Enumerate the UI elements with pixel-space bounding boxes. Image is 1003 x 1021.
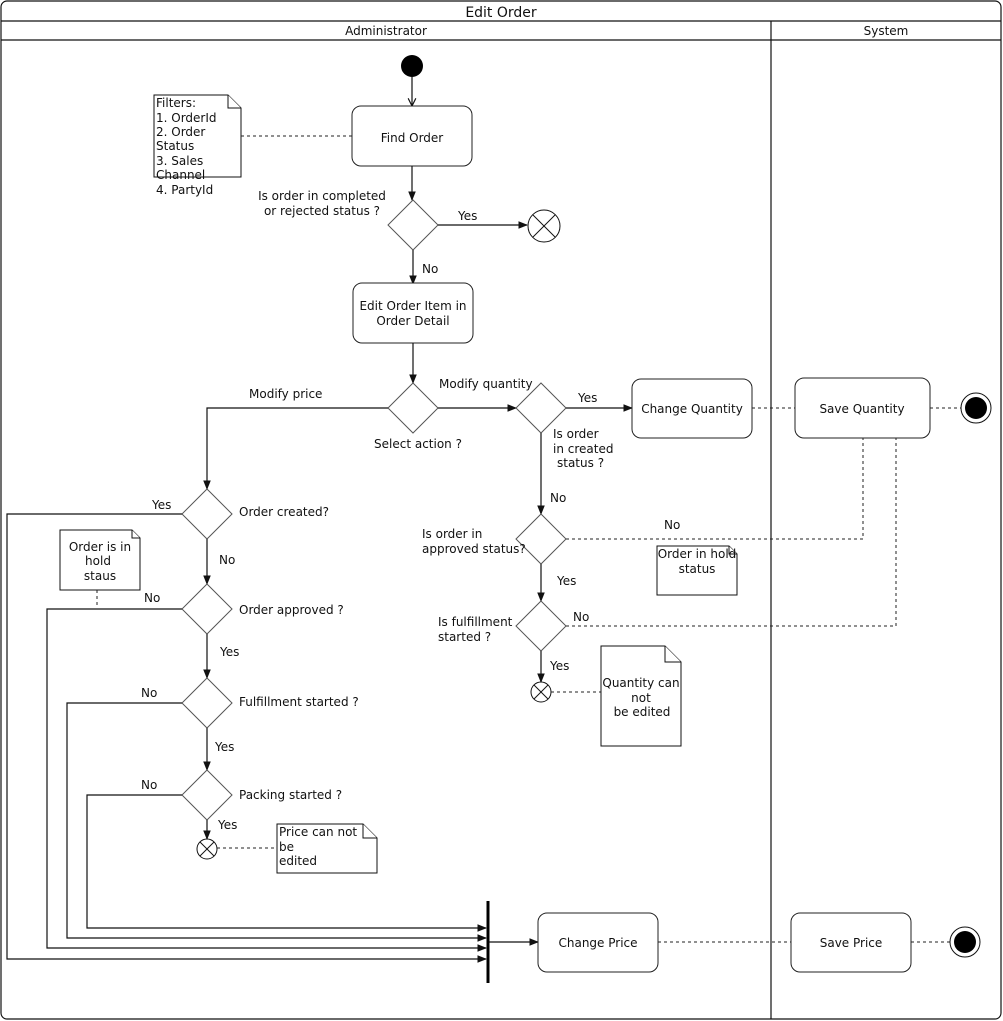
flow-final-node <box>527 209 561 243</box>
decision-fulfillment-qty-label: started ? <box>438 630 491 644</box>
edge-label-yes: Yes <box>151 498 171 512</box>
action-save-price-label: Save Price <box>820 936 883 950</box>
decision-order-created <box>181 488 233 540</box>
link-fulfillment-qty-no <box>566 438 897 627</box>
decision-approved-qty-label: Is order in <box>422 527 482 541</box>
note-quantity-cannot-edit: Quantity can not be edited <box>600 645 682 747</box>
edge-label-yes: Yes <box>577 391 597 405</box>
decision-approved-qty-label: approved status? <box>422 542 526 556</box>
note-order-hold-qty-line: Order in hold <box>658 547 737 561</box>
decision-fulfillment-started <box>181 677 233 729</box>
edge-label-no: No <box>144 591 160 605</box>
note-quantity-line: be edited <box>614 705 671 719</box>
note-order-hold-price-line: Order is in <box>69 540 131 554</box>
flow-final-node <box>530 681 552 703</box>
edge-order-approved-no <box>46 608 487 952</box>
activity-final-node <box>949 926 981 958</box>
edge-order-created-yes <box>6 513 487 963</box>
note-price-cannot-edit: Price can not be edited <box>276 823 378 874</box>
edge-label-yes: Yes <box>214 740 234 754</box>
link-approved-qty-no <box>566 438 864 540</box>
action-edit-order-item-label: Order Detail <box>376 314 449 328</box>
action-change-price-label: Change Price <box>558 936 637 950</box>
decision-order-approved <box>181 583 233 635</box>
note-filters-line: Channel <box>156 168 205 182</box>
note-price-line: Price can not <box>279 825 357 839</box>
note-filters-line: Filters: <box>156 96 196 110</box>
note-quantity-line: not <box>631 691 651 705</box>
activity-final-node <box>960 392 992 424</box>
note-price-line: edited <box>279 854 317 868</box>
edge-fulfillment-no <box>66 702 487 942</box>
edge-label-no: No <box>141 686 157 700</box>
edge-label-no: No <box>664 518 680 532</box>
action-change-quantity: Change Quantity <box>631 378 753 439</box>
decision-order-approved-label: Order approved ? <box>239 603 344 617</box>
action-change-quantity-label: Change Quantity <box>641 402 743 416</box>
edge-label-modify-quantity: Modify quantity <box>439 377 533 391</box>
decision-created-qty-label: status ? <box>557 456 604 470</box>
edge-label-no: No <box>573 610 589 624</box>
decision-order-created-label: Order created? <box>239 505 329 519</box>
action-save-price: Save Price <box>790 912 912 973</box>
decision-select-action-label: Select action ? <box>374 437 462 451</box>
decision-packing-started-label: Packing started ? <box>239 788 342 802</box>
decision-completed-rejected-label: Is order in completed <box>258 189 386 203</box>
lane-system: System <box>864 24 909 38</box>
action-edit-order-item: Edit Order Item in Order Detail <box>352 282 474 344</box>
action-find-order-label: Find Order <box>381 131 444 145</box>
note-filters-line: Status <box>156 139 194 153</box>
decision-fulfillment-qty <box>515 600 567 652</box>
initial-node <box>401 55 423 77</box>
note-order-hold-price: Order is in hold staus <box>59 529 141 591</box>
edge-modify-price <box>203 407 388 490</box>
edge-label-modify-price: Modify price <box>249 387 322 401</box>
note-filters: Filters: 1. OrderId 2. Order Status 3. S… <box>153 94 242 197</box>
note-quantity-line: Quantity can <box>602 676 679 690</box>
decision-completed-rejected <box>387 199 439 251</box>
action-save-quantity: Save Quantity <box>794 377 931 439</box>
action-save-quantity-label: Save Quantity <box>819 402 904 416</box>
action-find-order: Find Order <box>351 105 473 167</box>
note-order-hold-qty-line: status <box>679 562 716 576</box>
decision-packing-started <box>181 769 233 821</box>
decision-fulfillment-qty-label: Is fulfillment <box>438 615 513 629</box>
edge-label-no: No <box>422 262 438 276</box>
decision-created-qty-label: in created <box>553 442 613 456</box>
edge-label-no: No <box>550 491 566 505</box>
decision-created-qty-label: Is order <box>553 427 599 441</box>
note-price-line: be <box>279 840 294 854</box>
decision-approved-qty <box>515 513 567 565</box>
edge-label-yes: Yes <box>556 574 576 588</box>
action-change-price: Change Price <box>537 912 659 973</box>
note-filters-line: 2. Order <box>156 125 205 139</box>
note-order-hold-price-line: hold <box>85 554 111 568</box>
flow-final-node <box>196 838 218 860</box>
edge-label-yes: Yes <box>219 645 239 659</box>
note-order-hold-price-line: staus <box>84 569 116 583</box>
decision-select-action <box>387 382 439 434</box>
decision-completed-rejected-label: or rejected status ? <box>264 204 380 218</box>
lane-administrator: Administrator <box>345 24 427 38</box>
note-filters-line: 1. OrderId <box>156 111 217 125</box>
edge-label-no: No <box>219 553 235 567</box>
edge-packing-no <box>86 794 487 932</box>
edge-label-yes: Yes <box>457 209 477 223</box>
note-filters-line: 3. Sales <box>156 154 203 168</box>
edge-label-no: No <box>141 778 157 792</box>
note-order-hold-qty: Order in hold status <box>656 545 738 596</box>
note-filters-line: 4. PartyId <box>156 183 213 197</box>
diagram-title: Edit Order <box>465 5 537 21</box>
edge-label-yes: Yes <box>217 818 237 832</box>
decision-fulfillment-started-label: Fulfillment started ? <box>239 695 359 709</box>
action-edit-order-item-label: Edit Order Item in <box>359 299 466 313</box>
edge-label-yes: Yes <box>549 659 569 673</box>
